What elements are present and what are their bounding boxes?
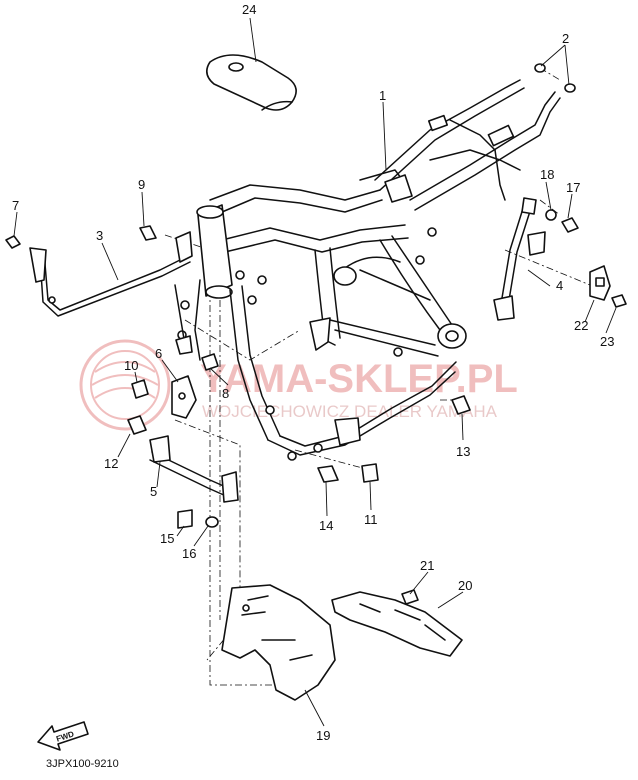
callout-23: 23 [600,334,614,349]
callout-11: 11 [364,512,378,527]
callout-22: 22 [574,318,588,333]
callout-2: 2 [562,31,569,46]
leader-lines [13,17,617,727]
callout-21: 21 [420,558,434,573]
callout-4: 4 [556,278,563,293]
caps-part [534,63,576,93]
callout-3: 3 [96,228,103,243]
fwd-arrow-icon: FWD [37,721,89,751]
callout-16: 16 [182,546,196,561]
side-bracket-part [493,197,546,321]
drawing-code: 3JPX100-9210 [46,758,119,770]
seat-pad-part [206,54,297,111]
callout-20: 20 [458,578,472,593]
main-frame-part [174,79,561,461]
callout-19: 19 [316,728,330,743]
callout-5: 5 [150,484,157,499]
callout-17: 17 [566,180,580,195]
callout-7: 7 [12,198,19,213]
fasteners [5,209,627,529]
front-tube-bracket-part [29,231,193,317]
callout-10: 10 [124,358,138,373]
callout-15: 15 [160,531,174,546]
callout-8: 8 [222,386,229,401]
watermark-subtitle: WOJCIECHOWICZ DEALER YAMAHA [202,402,498,421]
clamp-part [589,265,611,301]
lower-cover-part [221,584,336,701]
callout-13: 13 [456,444,470,459]
callouts: 24 2 1 18 17 9 7 3 4 22 23 6 10 8 13 12 … [12,2,614,743]
plate-part [171,375,197,419]
callout-6: 6 [155,346,162,361]
callout-14: 14 [319,518,333,533]
callout-12: 12 [104,456,118,471]
callout-9: 9 [138,177,145,192]
callout-18: 18 [540,167,554,182]
guard-part [331,589,463,657]
callout-1: 1 [379,88,386,103]
callout-24: 24 [242,2,256,17]
watermark: YAMA-SKLEP.PL WOJCIECHOWICZ DEALER YAMAH… [79,339,518,431]
lower-stay-part [149,435,239,503]
